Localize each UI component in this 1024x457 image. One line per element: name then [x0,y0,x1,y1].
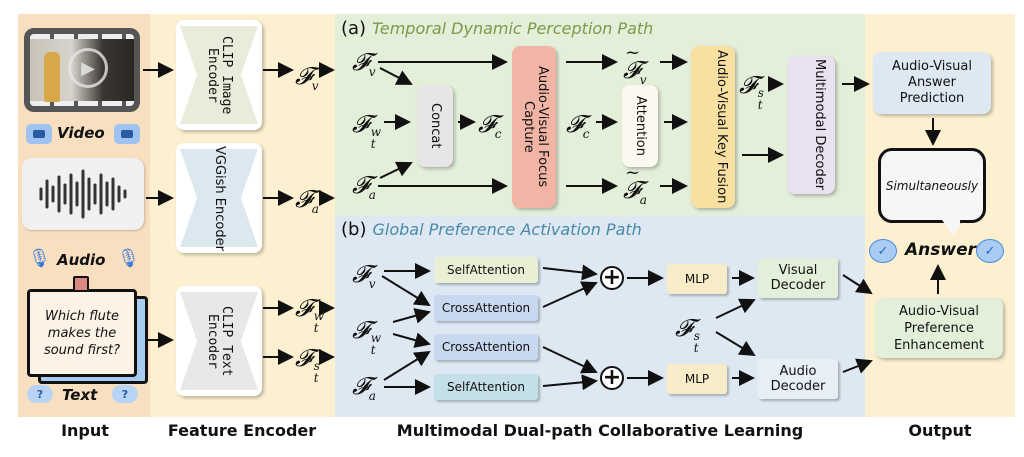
symbol-F-c-concat: 𝓕c [478,110,502,141]
audio-waveform [22,158,144,230]
audio-label: Audio [57,251,106,269]
vggish-encoder: VGGish Encoder [176,143,262,253]
waveform-icon [39,169,127,219]
arrow-self-to-add-v [542,264,598,281]
arrow-Fa-to-concat [379,161,413,179]
question-cloud-icon-left: ? [27,385,53,403]
path-a-title: (a)Temporal Dynamic Perception Path [341,18,654,39]
mlp-audio: MLP [667,364,727,394]
arrow-Fts-to-visual-decoder [715,298,756,319]
clip-text-encoder: CLIP Text Encoder [176,286,262,396]
key-fusion-box: Audio-Visual Key Fusion [691,46,735,208]
video-label: Video [57,124,105,142]
speech-bubble: Simultaneously [878,148,986,223]
question-cloud-icon-right: ? [112,385,138,403]
symbol-F-a-b: 𝓕a [352,372,376,403]
check-bubble-icon-left: ✓ [869,239,897,263]
column-label-output: Output [908,421,972,440]
cross-attention-audio: CrossAttention [434,334,538,360]
arrow-self-to-add-a [542,374,598,391]
arrow-cross-to-add-a [542,346,598,374]
symbol-F-v-a: 𝓕v [352,48,376,79]
arrow-Fv-to-concat [379,67,413,85]
arrow-cross-to-add-v [542,281,598,308]
attention-box: Attention [622,85,658,167]
arrow-Fts-to-audio-decoder [715,331,756,357]
audio-decoder-box: Audio Decoder [758,359,838,399]
symbol-F-v-tilde: 𝓕v [623,44,647,86]
self-attention-visual: SelfAttention [434,257,538,283]
symbol-F-a-encoder: 𝓕a [295,185,319,216]
cross-attention-visual: CrossAttention [434,295,538,321]
video-camera-icon-left [26,124,52,144]
concat-box: Concat [417,85,453,167]
preference-enhancement-box: Audio-Visual Preference Enhancement [875,298,1003,358]
clip-image-encoder: CLIP Image Encoder [176,20,262,130]
symbol-F-a-tilde: 𝓕a [623,164,647,206]
visual-decoder-box: Visual Decoder [758,258,838,298]
symbol-F-c-attention: 𝓕c [566,110,590,141]
answer-label: Answer [905,240,976,260]
bubble-text: Simultaneously [885,178,979,193]
arrow-Ftw-to-cross2 [392,332,431,348]
column-label-feature-encoder: Feature Encoder [167,421,317,440]
pin-icon [73,276,89,292]
play-icon[interactable]: ▶ [68,48,108,88]
microphone-icon-left: 🎙 [28,248,51,269]
column-label-input: Input [61,421,109,440]
arrow-audio-decoder-to-enhancement [842,358,873,374]
flutist-figure [44,52,60,102]
focus-capture-box: Audio-Visual Focus Capture [512,46,556,208]
arrow-Ftw-to-cross1 [392,308,431,324]
film-strip-top [30,34,134,39]
add-icon-audio: + [600,366,624,390]
multimodal-decoder-box: Multimodal Decoder [787,56,835,194]
video-camera-icon-right [114,124,140,144]
question-text: Which flute makes the sound first? [43,308,121,358]
text-label: Text [62,386,98,404]
arrow-Fa-to-cross [383,350,431,381]
self-attention-audio: SelfAttention [434,374,538,400]
column-label-collaborative-learning: Multimodal Dual-path Collaborative Learn… [396,421,804,440]
add-icon-visual: + [600,266,624,290]
question-card: Which flute makes the sound first? [27,289,137,377]
path-b-title: (b)Global Preference Activation Path [341,219,642,240]
answer-prediction-box: Audio-Visual Answer Prediction [873,52,991,114]
video-thumbnail: ▶ [24,28,140,112]
symbol-F-v-b: 𝓕v [352,260,376,291]
arrow-Fv-to-cross [381,275,431,307]
symbol-F-v-encoder: 𝓕v [295,62,319,93]
mlp-visual: MLP [667,264,727,294]
film-strip-bottom [30,101,134,106]
check-bubble-icon-right: ✓ [976,239,1004,263]
symbol-F-a-a: 𝓕a [352,171,376,202]
arrow-visual-decoder-to-enhancement [842,274,873,295]
microphone-icon-right: 🎙 [117,248,140,269]
